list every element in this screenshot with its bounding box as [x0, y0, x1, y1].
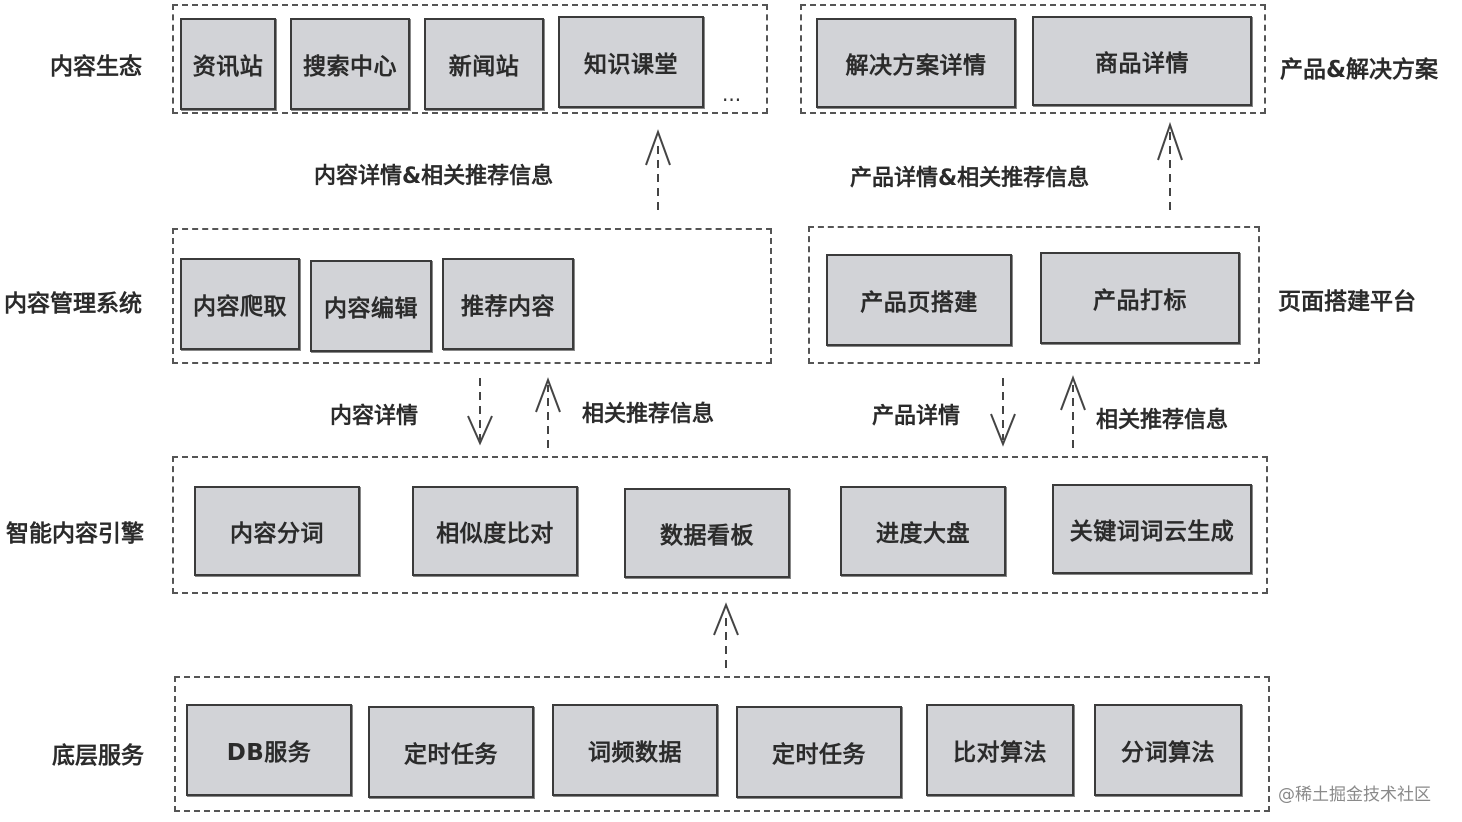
edge-label-content-detail: 内容详情: [330, 404, 419, 429]
node-product-tagging: 产品打标: [1040, 252, 1240, 344]
group-base: DB服务 定时任务 词频数据 定时任务 比对算法 分词算法: [174, 676, 1270, 812]
node-data-dashboard: 数据看板: [624, 488, 790, 578]
node-segmentation-algorithm: 分词算法: [1094, 704, 1242, 796]
node-compare-algorithm: 比对算法: [926, 704, 1074, 796]
node-content-crawl: 内容爬取: [180, 258, 300, 350]
node-keyword-cloud: 关键词词云生成: [1052, 484, 1252, 574]
node-scheduled-task-1: 定时任务: [368, 706, 534, 798]
node-knowledge-class: 知识课堂: [558, 16, 704, 108]
node-content-segmentation: 内容分词: [194, 486, 360, 576]
edge-label-product-detail: 产品详情: [872, 404, 961, 429]
node-recommend-content: 推荐内容: [442, 258, 574, 350]
node-product-detail: 商品详情: [1032, 16, 1252, 106]
node-news-site: 资讯站: [180, 18, 276, 110]
node-db-service: DB服务: [186, 704, 352, 796]
layer-label-product-solution: 产品&解决方案: [1280, 57, 1439, 83]
group-product-solution: 解决方案详情 商品详情: [800, 4, 1266, 114]
node-content-edit: 内容编辑: [310, 260, 432, 352]
node-product-page-build: 产品页搭建: [826, 254, 1012, 346]
node-news-station: 新闻站: [424, 18, 544, 110]
node-similarity-compare: 相似度比对: [412, 486, 578, 576]
layer-label-engine: 智能内容引擎: [6, 521, 144, 547]
group-cms: 内容爬取 内容编辑 推荐内容: [172, 228, 772, 364]
group-page-builder: 产品页搭建 产品打标: [808, 226, 1260, 364]
layer-label-content-ecosystem: 内容生态: [50, 54, 142, 80]
group-content-ecosystem: 资讯站 搜索中心 新闻站 知识课堂 ...: [172, 4, 768, 114]
edge-label-related-recommend-right: 相关推荐信息: [1096, 408, 1229, 433]
more-ellipsis: ...: [722, 82, 742, 106]
node-solution-detail: 解决方案详情: [816, 18, 1016, 108]
edge-label-related-recommend-left: 相关推荐信息: [582, 402, 715, 427]
layer-label-base: 底层服务: [52, 743, 144, 769]
edge-label-builder-to-product: 产品详情&相关推荐信息: [850, 166, 1090, 191]
layer-label-page-builder: 页面搭建平台: [1278, 289, 1416, 315]
node-scheduled-task-2: 定时任务: [736, 706, 902, 798]
edge-label-cms-to-ecosystem: 内容详情&相关推荐信息: [314, 164, 554, 189]
node-search-center: 搜索中心: [290, 18, 410, 110]
node-word-frequency: 词频数据: [552, 704, 718, 796]
node-progress-board: 进度大盘: [840, 486, 1006, 576]
watermark: @稀土掘金技术社区: [1278, 785, 1431, 805]
group-engine: 内容分词 相似度比对 数据看板 进度大盘 关键词词云生成: [172, 456, 1268, 594]
layer-label-cms: 内容管理系统: [4, 291, 142, 317]
